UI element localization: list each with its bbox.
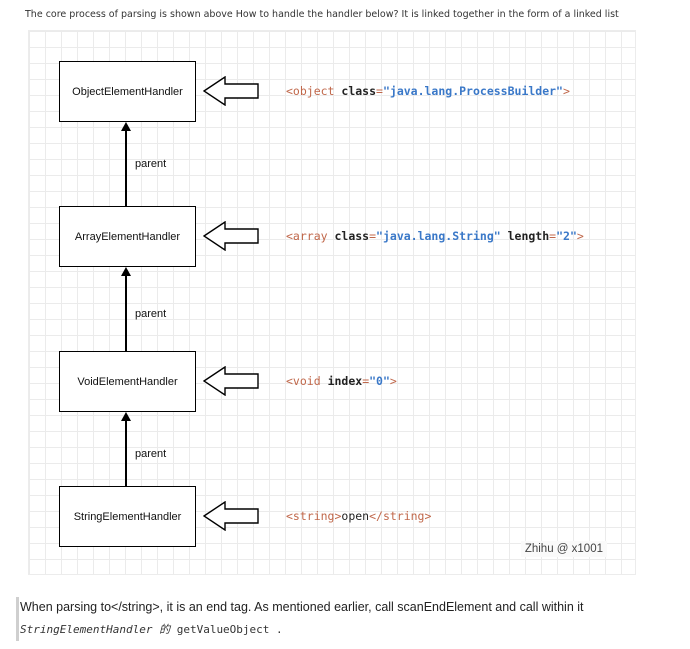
xml-eq: = <box>369 229 377 243</box>
xml-array-tag: <array class="java.lang.String" length="… <box>286 229 584 243</box>
xml-eq: = <box>376 84 383 98</box>
bottom-line-text: When parsing to</string>, it is an end t… <box>20 600 584 614</box>
code-class-name: StringElementHandler <box>20 623 153 636</box>
hollow-left-arrow-icon <box>203 76 259 106</box>
xml-string-tag: <string>open</string> <box>286 509 431 523</box>
quote-bar <box>16 597 19 641</box>
xml-tag-close: > <box>562 84 570 98</box>
code-period: . <box>276 623 283 636</box>
connector-line <box>125 421 127 486</box>
hollow-left-arrow-icon <box>203 501 259 531</box>
code-de-char: 的 <box>159 623 171 636</box>
parent-label: parent <box>135 158 167 170</box>
connector-line <box>125 276 127 351</box>
watermark-text: Zhihu @ x1001 <box>520 541 607 557</box>
xml-attr: index <box>327 374 363 388</box>
xml-eq: = <box>549 229 557 243</box>
parent-label: parent <box>135 448 167 460</box>
xml-value: "0" <box>369 374 390 388</box>
xml-object-tag: <object class="java.lang.ProcessBuilder"… <box>286 84 570 98</box>
xml-tag-open: <array <box>286 229 328 243</box>
handler-box-string: StringElementHandler <box>59 486 196 547</box>
hollow-left-arrow-icon <box>203 366 259 396</box>
xml-value: "java.lang.String" <box>376 229 501 243</box>
xml-void-tag: <void index="0"> <box>286 374 397 388</box>
xml-attr: length <box>507 229 550 243</box>
code-method-name: getValueObject <box>176 623 270 636</box>
xml-tag-close: > <box>389 374 397 388</box>
arrow-up-icon <box>121 267 131 276</box>
bottom-paragraph: When parsing to</string>, it is an end t… <box>16 597 660 641</box>
xml-value: "java.lang.ProcessBuilder" <box>382 84 563 98</box>
arrow-up-icon <box>121 122 131 131</box>
xml-tag-close: </string> <box>369 509 432 523</box>
parent-label: parent <box>135 308 167 320</box>
handler-box-void: VoidElementHandler <box>59 351 196 412</box>
xml-content: open <box>341 509 370 523</box>
handler-chain-diagram: ObjectElementHandler ArrayElementHandler… <box>28 30 636 575</box>
xml-tag-open: <string> <box>286 509 342 523</box>
handler-box-array: ArrayElementHandler <box>59 206 196 267</box>
connector-line <box>125 131 127 206</box>
code-line: StringElementHandler 的 getValueObject . <box>20 621 660 639</box>
xml-tag-open: <object <box>286 84 335 98</box>
xml-tag-open: <void <box>286 374 321 388</box>
hollow-left-arrow-icon <box>203 221 259 251</box>
xml-value: "2" <box>556 229 577 243</box>
xml-attr: class <box>334 229 370 243</box>
xml-tag-close: > <box>576 229 584 243</box>
xml-attr: class <box>341 84 377 98</box>
intro-text: The core process of parsing is shown abo… <box>25 9 619 20</box>
arrow-up-icon <box>121 412 131 421</box>
xml-eq: = <box>362 374 370 388</box>
handler-box-object: ObjectElementHandler <box>59 61 196 122</box>
